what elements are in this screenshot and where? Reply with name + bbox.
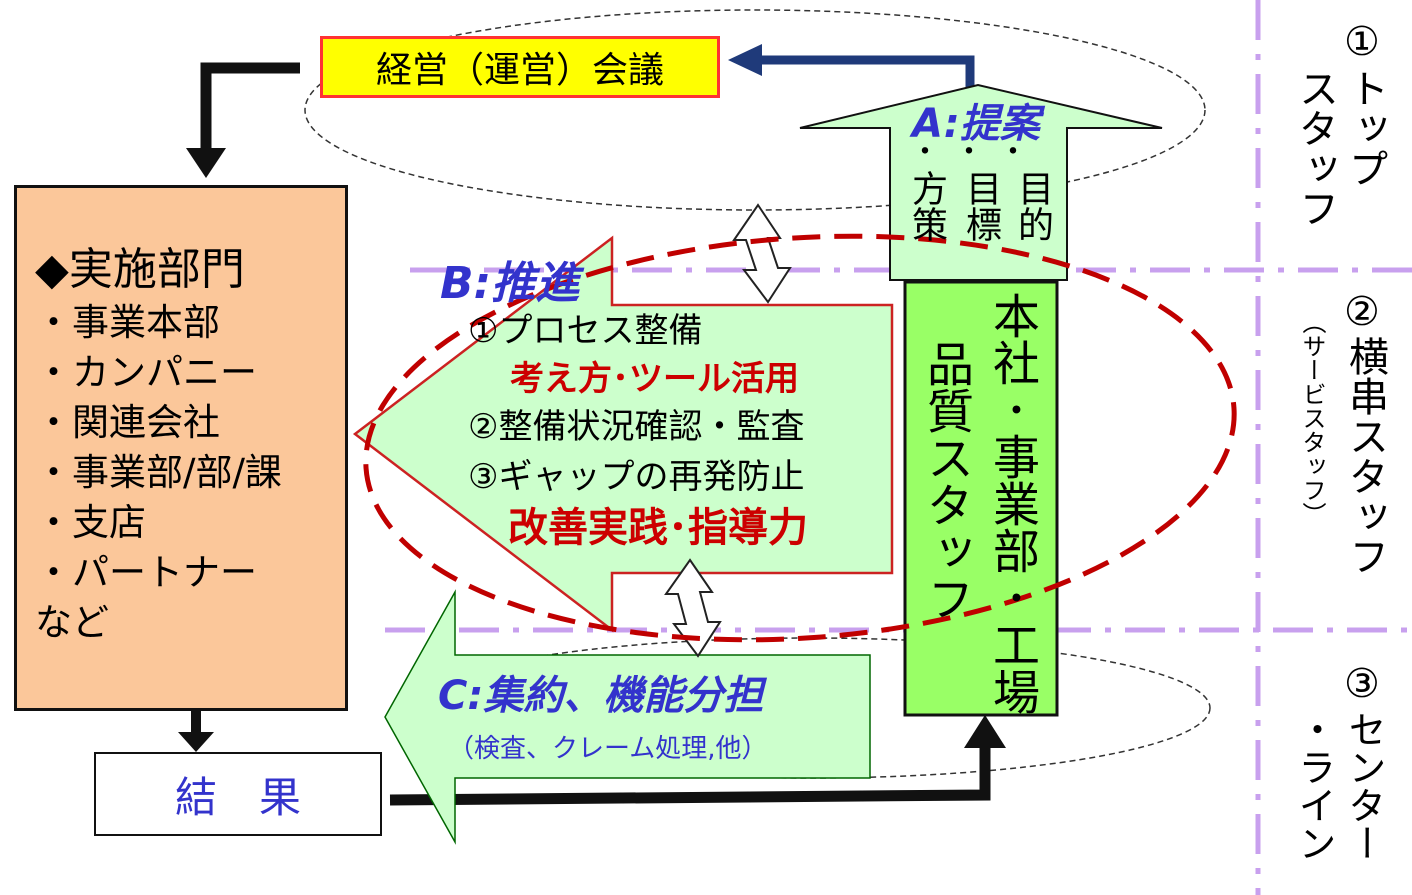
- dept-title: ◆実施部門: [35, 244, 245, 295]
- double-arrow-upper: [732, 203, 792, 304]
- promotion-title: B:推進: [440, 258, 580, 309]
- right-label-bottom-col-2: ・ライン: [1292, 710, 1336, 862]
- right-label-middle-main: 横串スタッフ: [1342, 336, 1388, 576]
- right-label-middle-num: ②: [1344, 289, 1380, 335]
- proposal-dots: ・・・: [910, 135, 1042, 170]
- promotion-arrow: [352, 235, 894, 633]
- proposal-to-meeting-arrow: [728, 44, 975, 100]
- right-label-bottom-col-1: センター: [1342, 710, 1386, 862]
- consolidation-title: C:集約、機能分担: [438, 673, 764, 719]
- promotion-line-2: ②整備状況確認・監査: [468, 407, 805, 447]
- result-label: 結 果: [174, 772, 301, 822]
- dept-item: ・パートナー: [35, 551, 257, 594]
- quality-staff-box: [903, 280, 1059, 717]
- meeting-box: 経営（運営）会議: [320, 36, 720, 98]
- proposal-col-3: 目的: [1012, 170, 1053, 242]
- result-box: 結 果: [94, 752, 382, 836]
- implementing-dept-box: ◆実施部門 ・事業本部 ・カンパニー ・関連会社 ・事業部/部/課 ・支店 ・パ…: [14, 185, 348, 711]
- consolidation-arrow: [384, 589, 871, 845]
- dept-item: ・関連会社: [35, 401, 220, 444]
- result-to-staff-arrow: [389, 715, 1006, 806]
- meeting-to-dept-arrow: [186, 62, 300, 178]
- proposal-arrow: [799, 83, 1163, 281]
- proposal-title: A:提案: [912, 101, 1040, 147]
- meeting-label: 経営（運営）会議: [375, 50, 664, 91]
- promotion-line-1-sub: 考え方･ツール活用: [510, 359, 799, 399]
- right-label-top-col-1: トップ: [1342, 68, 1388, 188]
- promotion-zone-ellipse: [363, 233, 1237, 643]
- promotion-line-3-sub: 改善実践･指導力: [508, 505, 808, 551]
- promotion-line-3: ③ギャップの再発防止: [468, 457, 805, 497]
- dept-item: ・支店: [35, 501, 146, 544]
- right-label-middle-sub: （サービスタッフ）: [1298, 310, 1326, 526]
- right-label-top-col-2: スタッフ: [1292, 68, 1338, 228]
- dept-item: ・事業部/部/課: [35, 451, 282, 494]
- dept-item: ・カンパニー: [35, 351, 257, 394]
- dept-item: ・事業本部: [35, 301, 220, 344]
- proposal-col-1: 方策: [906, 170, 947, 242]
- dept-item: など: [35, 601, 109, 644]
- quality-staff-col-2: 品質スタッフ: [918, 340, 973, 622]
- promotion-line-1: ①プロセス整備: [468, 311, 703, 351]
- proposal-col-2: 目標: [960, 170, 1001, 242]
- right-label-bottom-num: ③: [1344, 661, 1380, 707]
- double-arrow-lower: [664, 558, 722, 658]
- right-label-top-num: ①: [1344, 19, 1380, 65]
- dept-to-result-arrow: [178, 710, 214, 752]
- top-zone-ellipse: [304, 9, 1206, 211]
- consolidation-subtitle: （検査、クレーム処理,他）: [448, 734, 768, 764]
- quality-staff-col-1: 本社･事業部･工場: [984, 292, 1039, 715]
